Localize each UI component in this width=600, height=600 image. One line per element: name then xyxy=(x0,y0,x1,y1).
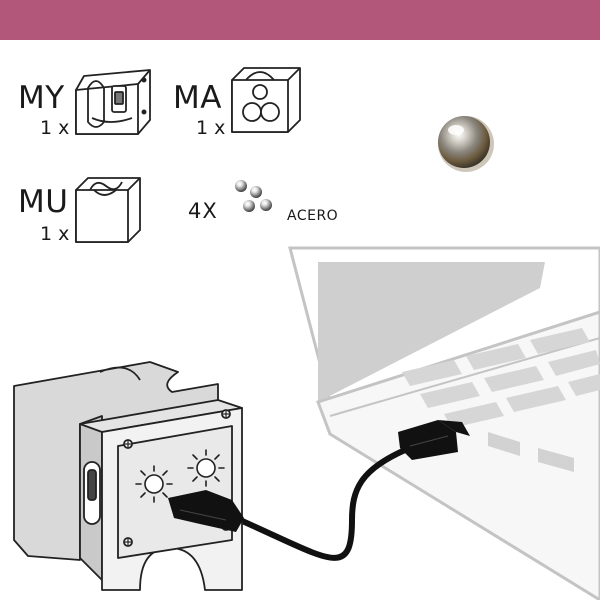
mu-block-icon xyxy=(75,177,141,243)
header-bar xyxy=(0,0,600,40)
part-code-mu: MU xyxy=(18,184,68,220)
ma-block-icon xyxy=(231,67,301,133)
laptop-icon xyxy=(288,246,600,600)
steel-ball-icon xyxy=(438,116,494,172)
usb-connector-icon xyxy=(398,420,470,460)
sun-icon xyxy=(187,449,225,487)
my-block-icon xyxy=(75,69,151,135)
balls-qty: 4X xyxy=(188,199,218,223)
sun-icon xyxy=(135,465,173,503)
balls-label: ACERO xyxy=(287,208,338,224)
part-qty-my: 1 x xyxy=(40,117,69,139)
part-qty-ma: 1 x xyxy=(196,117,225,139)
part-code-my: MY xyxy=(18,80,65,116)
small-balls-icon xyxy=(235,180,272,212)
part-code-ma: MA xyxy=(173,80,222,116)
usb-connector-icon xyxy=(168,490,244,532)
part-qty-mu: 1 x xyxy=(40,223,69,245)
usb-cable xyxy=(237,447,408,561)
